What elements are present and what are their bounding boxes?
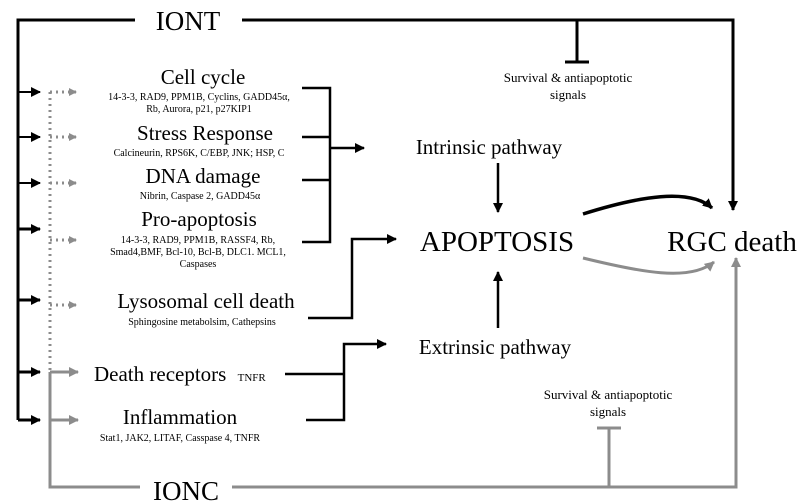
iont-to-rgc-arrow [242, 18, 738, 211]
lysosomal-genes: Sphingosine metabolsim, Cathepsins [128, 317, 276, 328]
survival-top-line2: signals [550, 87, 586, 102]
dotted-connector [48, 88, 77, 372]
survival-top-line1: Survival & antiapoptotic [504, 70, 633, 85]
bracket-top-group [302, 86, 332, 244]
extrinsic-bracket [285, 339, 387, 422]
lysosomal-title: Lysosomal cell death [117, 289, 295, 313]
intrinsic-bracket [302, 86, 365, 244]
survival-bottom-line1: Survival & antiapoptotic [544, 387, 673, 402]
inflammation-genes: Stat1, JAK2, LITAF, Casspase 4, TNFR [100, 433, 260, 444]
pro-apoptosis-genes-line1: 14-3-3, RAD9, PPM1B, RASSF4, Rb, [121, 235, 275, 246]
extrinsic-pathway-label: Extrinsic pathway [419, 335, 572, 359]
survival-bottom-line2: signals [590, 404, 626, 419]
inflammation-title: Inflammation [123, 405, 238, 429]
cell-cycle-title: Cell cycle [161, 65, 246, 89]
ionc-connector [48, 257, 741, 489]
arrow-apoptosis-to-rgc-gray [582, 256, 715, 275]
dna-damage-genes: Nibrin, Caspase 2, GADD45α [140, 191, 261, 202]
iont-branch-arrows [18, 87, 41, 425]
intrinsic-pathway-label: Intrinsic pathway [416, 135, 563, 159]
pro-apoptosis-genes-line2: Smad4,BMF, Bcl-10, Bcl-B, DLC1. MCL1, [110, 247, 286, 258]
apoptosis-label: APOPTOSIS [420, 226, 574, 258]
cell-cycle-genes-line2: Rb, Aurora, p21, p27KIP1 [146, 104, 252, 115]
pro-apoptosis-title: Pro-apoptosis [141, 207, 257, 231]
cell-cycle-genes-line1: 14-3-3, RAD9, PPM1B, Cyclins, GADD45α, [108, 92, 290, 103]
arrow-apoptosis-to-rgc-black [582, 194, 714, 216]
iont-connector [16, 18, 738, 420]
iont-label: IONT [156, 6, 221, 36]
dna-damage-title: DNA damage [146, 164, 261, 188]
rgc-death-label: RGC death [667, 226, 797, 258]
stress-response-title: Stress Response [137, 121, 273, 145]
arrow-lysosomal-to-apoptosis [308, 234, 397, 320]
ionc-to-rgc-arrow [232, 257, 741, 489]
death-receptors-suffix: TNFR [238, 372, 267, 384]
death-receptors-label: Death receptors [94, 362, 226, 386]
death-receptors-title: Death receptors TNFR [94, 362, 266, 386]
iont-left-line [16, 18, 135, 420]
pro-apoptosis-genes-line3: Caspases [180, 259, 217, 270]
ionc-left-line [48, 372, 140, 489]
ionc-label: IONC [153, 476, 219, 503]
arrow-to-extrinsic [306, 339, 387, 422]
stress-response-genes: Calcineurin, RPS6K, C/EBP, JNK; HSP, C [114, 148, 285, 159]
